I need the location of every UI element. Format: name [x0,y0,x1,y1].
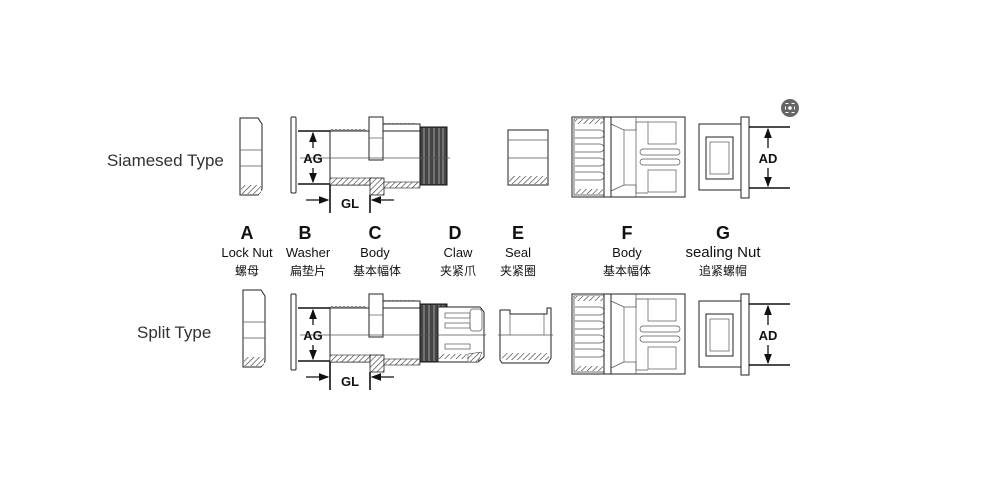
gl-dimension-label-split: GL [341,374,359,389]
svg-text:C: C [369,223,382,243]
part-label-g: G sealing Nut 追紧螺帽 [685,223,761,278]
part-label-b: B Washer 扁垫片 [286,223,331,278]
ag-dimension-label: AG [303,151,323,166]
svg-text:基本幅体: 基本幅体 [353,263,401,278]
part-label-f: F Body 基本幅体 [603,223,651,278]
svg-text:D: D [449,223,462,243]
svg-text:Lock Nut: Lock Nut [221,245,273,260]
svg-text:A: A [241,223,254,243]
gl-dimension-label: GL [341,196,359,211]
part-label-e: E Seal 夹紧圈 [500,223,536,278]
svg-text:G: G [716,223,730,243]
svg-text:追紧螺帽: 追紧螺帽 [699,263,747,278]
claw-drawing [437,306,486,363]
part-label-a: A Lock Nut 螺母 [221,223,273,278]
svg-text:Washer: Washer [286,245,331,260]
svg-text:F: F [622,223,633,243]
body-f-drawing [571,116,686,198]
ag-dimension-label-split: AG [303,328,323,343]
svg-text:Body: Body [360,245,390,260]
lock-nut-drawing [239,117,263,196]
ad-dimension-label: AD [759,151,778,166]
part-label-d: D Claw 夹紧爪 [440,223,476,278]
image-search-icon[interactable] [781,99,799,117]
svg-text:基本幅体: 基本幅体 [603,263,651,278]
svg-text:螺母: 螺母 [235,264,259,278]
svg-text:E: E [512,223,524,243]
svg-text:B: B [299,223,312,243]
svg-text:扁垫片: 扁垫片 [290,263,326,278]
svg-text:夹紧爪: 夹紧爪 [440,264,476,278]
svg-text:Claw: Claw [444,245,474,260]
svg-text:Body: Body [612,245,642,260]
seal-drawing-split [498,307,553,364]
split-type-label: Split Type [137,323,211,342]
ad-dimension-label-split: AD [759,328,778,343]
svg-text:夹紧圈: 夹紧圈 [500,264,536,278]
svg-text:Seal: Seal [505,245,531,260]
body-f-drawing-split [571,293,686,375]
seal-drawing [507,129,549,186]
part-label-c: C Body 基本幅体 [353,223,401,278]
svg-text:sealing Nut: sealing Nut [685,244,761,261]
lock-nut-drawing-split [242,289,266,368]
siamesed-type-label: Siamesed Type [107,151,224,170]
